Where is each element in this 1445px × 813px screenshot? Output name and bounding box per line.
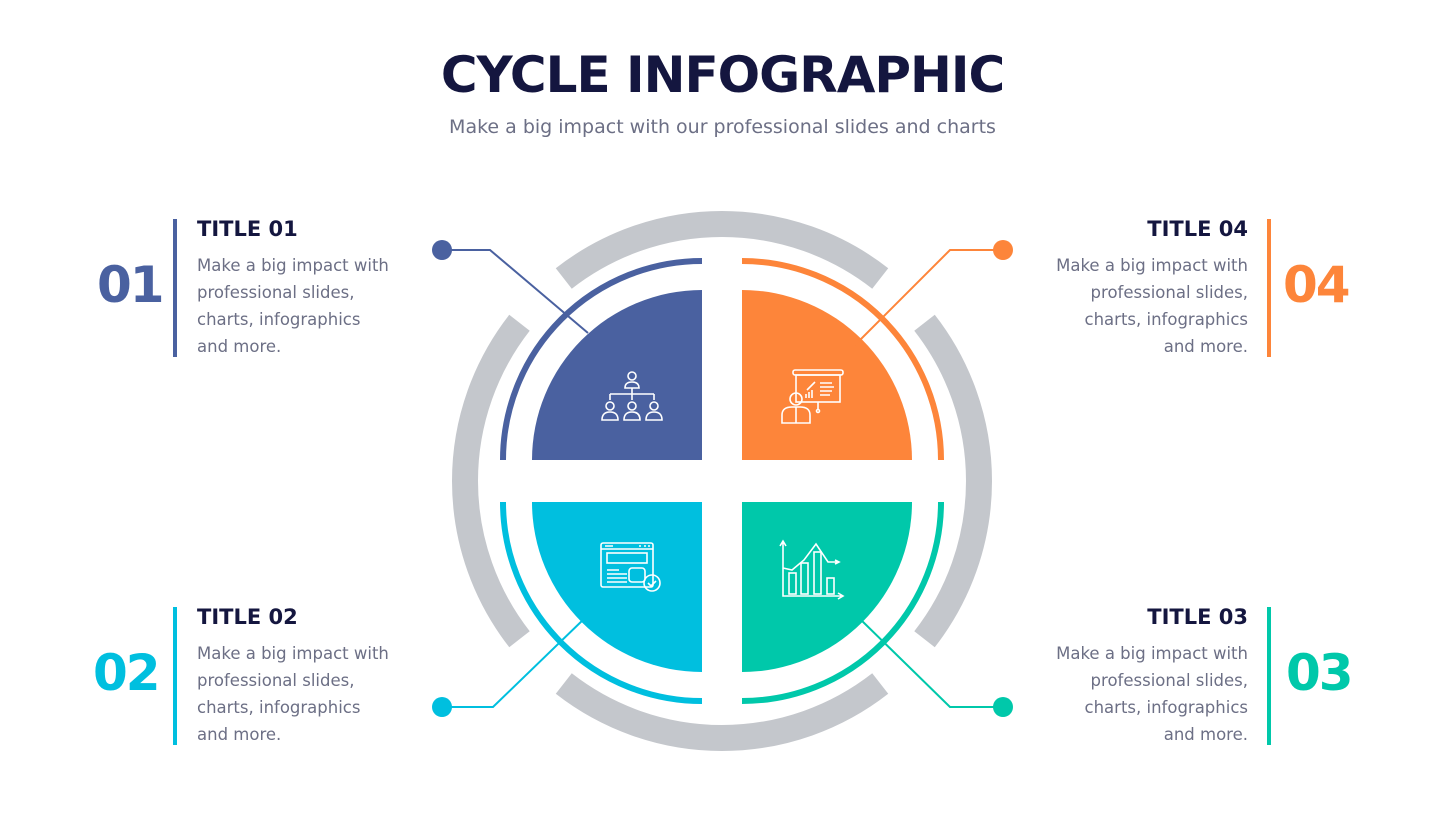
step-divider-02 (173, 607, 177, 745)
connector-line-02 (442, 616, 587, 708)
connector-line-04 (854, 249, 1003, 346)
step-title-03: TITLE 03 (1147, 605, 1248, 629)
quadrant-arc-01 (500, 258, 703, 461)
page-subtitle: Make a big impact with our professional … (449, 116, 996, 138)
step-title-01: TITLE 01 (197, 217, 298, 241)
quadrant-arc-02 (500, 501, 703, 704)
step-title-02: TITLE 02 (197, 605, 298, 629)
step-number-03: 03 (1286, 644, 1354, 702)
ring-segment-left (452, 314, 530, 648)
connector-line-03 (857, 616, 1003, 708)
step-divider-03 (1267, 607, 1271, 745)
step-number-04: 04 (1283, 256, 1351, 314)
ring-segment-bottom (555, 673, 889, 751)
web-page-check-icon (600, 542, 661, 592)
connector-dot-01 (432, 240, 452, 260)
step-divider-04 (1267, 219, 1271, 357)
org-chart-icon (601, 371, 663, 421)
presentation-icon (781, 369, 844, 424)
step-number-01: 01 (97, 256, 165, 314)
quadrant-arc-04 (741, 258, 944, 461)
quadrant-arc-03 (741, 501, 944, 704)
step-number-02: 02 (93, 644, 161, 702)
connector-line-01 (442, 249, 589, 334)
step-divider-01 (173, 219, 177, 357)
step-title-04: TITLE 04 (1147, 217, 1248, 241)
bar-line-chart-icon (779, 539, 845, 600)
connector-dot-04 (993, 240, 1013, 260)
ring-segment-top (555, 211, 889, 289)
ring-segment-right (914, 314, 992, 648)
quadrant-01 (532, 290, 702, 460)
connector-dot-03 (993, 697, 1013, 717)
connector-dot-02 (432, 697, 452, 717)
page-title: CYCLE INFOGRAPHIC (440, 46, 1005, 104)
